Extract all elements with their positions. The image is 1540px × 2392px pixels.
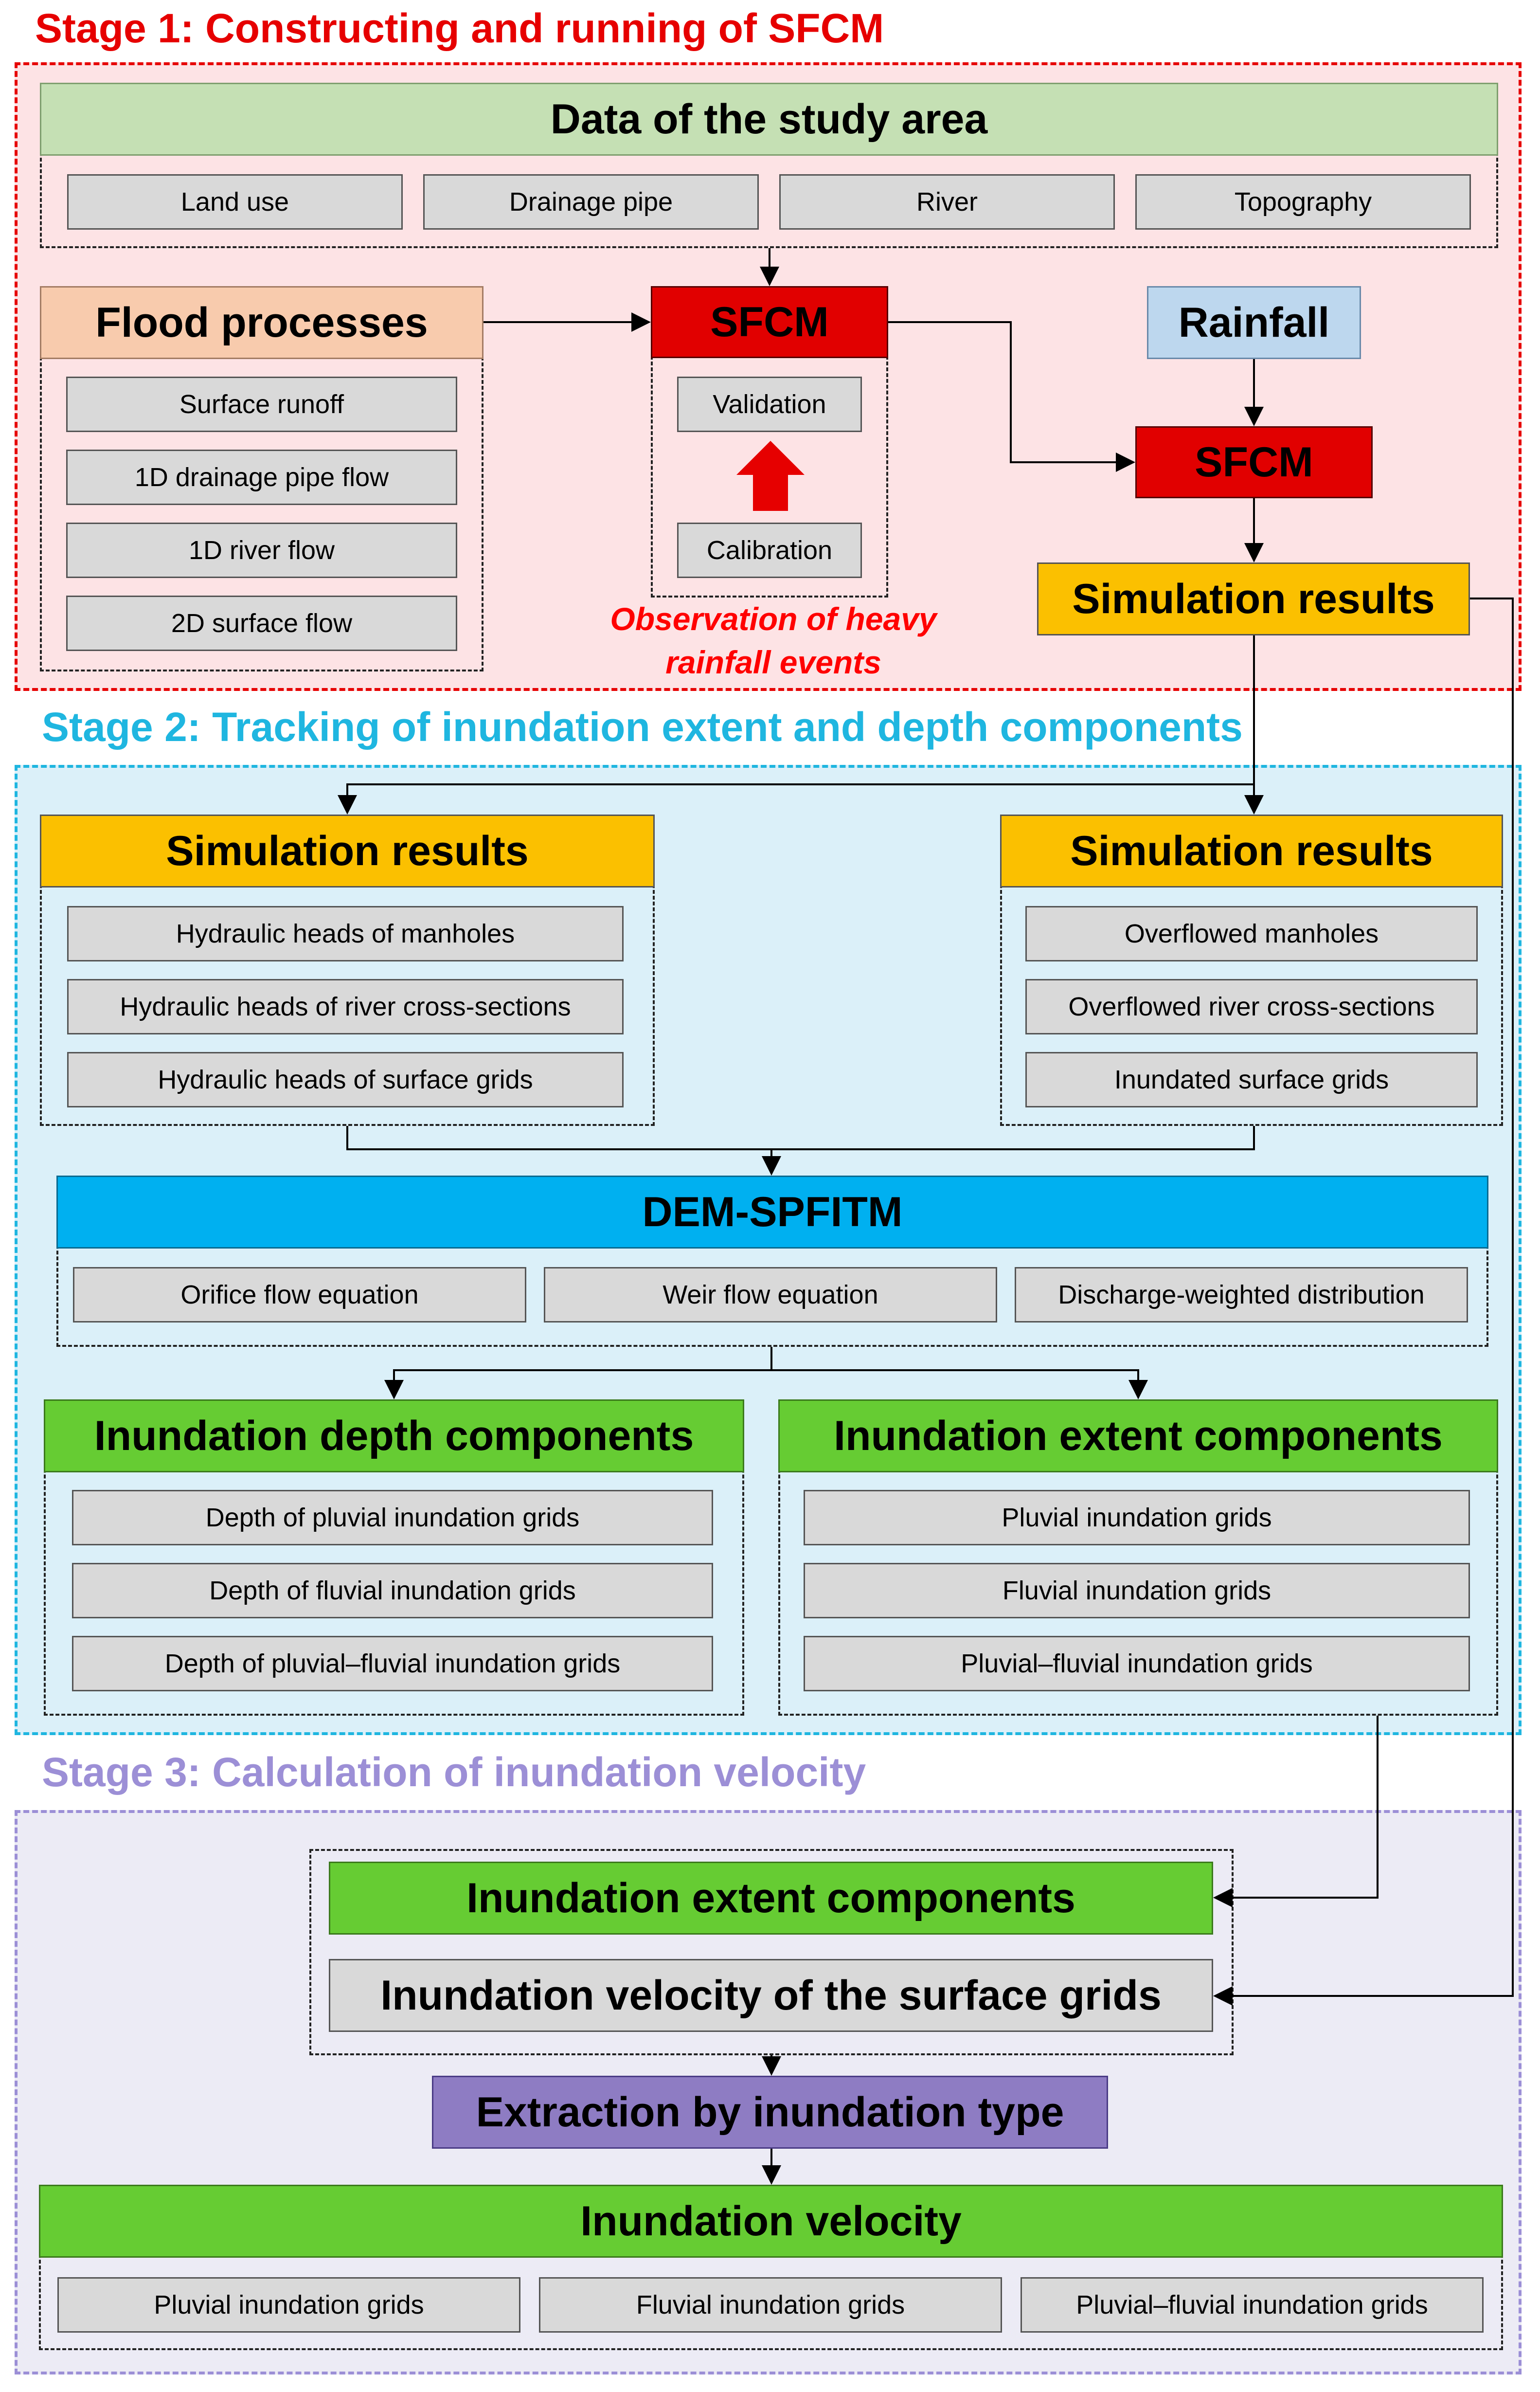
arrow-dem-to-depth (384, 1369, 771, 1399)
sfcm-run-box: SFCM (1135, 426, 1373, 498)
stage3-extent-components: Inundation extent components (329, 1862, 1213, 1935)
calibration-box: Calibration (677, 523, 862, 578)
stage1-title: Stage 1: Constructing and running of SFC… (35, 5, 884, 51)
flood-processes-header: Flood processes (40, 286, 483, 359)
sim-right-item-manholes: Overflowed manholes (1025, 906, 1478, 961)
flood-item-surface-runoff: Surface runoff (66, 377, 457, 432)
depth-item-pluvial-fluvial: Depth of pluvial–fluvial inundation grid… (72, 1636, 713, 1691)
velocity-item-fluvial: Fluvial inundation grids (539, 2277, 1002, 2333)
data-item-drainage-pipe: Drainage pipe (423, 174, 759, 230)
arrow-results-to-velocity (1213, 598, 1514, 2006)
extent-item-fluvial: Fluvial inundation grids (804, 1563, 1470, 1618)
dem-spfitm-header: DEM-SPFITM (56, 1176, 1488, 1249)
sim-left-item-river: Hydraulic heads of river cross-sections (67, 979, 624, 1034)
observation-note-line2: rainfall events (665, 644, 881, 681)
flood-item-1d-river: 1D river flow (66, 523, 457, 578)
sim-left-item-manholes: Hydraulic heads of manholes (67, 906, 624, 961)
extraction-by-type: Extraction by inundation type (432, 2076, 1108, 2149)
observation-note-line1: Observation of heavy (610, 601, 937, 637)
validation-box: Validation (677, 377, 862, 432)
extent-components-header: Inundation extent components (778, 1399, 1498, 1472)
velocity-surface-grids: Inundation velocity of the surface grids (329, 1959, 1213, 2032)
stage2-title: Stage 2: Tracking of inundation extent a… (42, 704, 1243, 750)
dem-item-discharge: Discharge-weighted distribution (1015, 1267, 1468, 1323)
simulation-results-right: Simulation results (1000, 815, 1503, 888)
arrow-results-to-left (338, 783, 1254, 815)
data-item-topography: Topography (1135, 174, 1471, 230)
stage3-title: Stage 3: Calculation of inundation veloc… (42, 1749, 866, 1795)
inundation-velocity-header: Inundation velocity (39, 2185, 1503, 2258)
arrow-dem-to-extent (771, 1369, 1148, 1399)
arrow-sfcm-to-sfcm-run (888, 321, 1135, 472)
connector-left-to-dem (346, 1126, 1255, 1150)
dem-item-orifice: Orifice flow equation (73, 1267, 526, 1323)
depth-item-fluvial: Depth of fluvial inundation grids (72, 1563, 713, 1618)
sim-left-item-surface: Hydraulic heads of surface grids (67, 1052, 624, 1107)
data-item-river: River (779, 174, 1115, 230)
sfcm-box: SFCM (651, 286, 888, 358)
data-item-land-use: Land use (67, 174, 403, 230)
dem-item-weir: Weir flow equation (544, 1267, 997, 1323)
velocity-item-pluvial: Pluvial inundation grids (57, 2277, 520, 2333)
sim-right-item-river: Overflowed river cross-sections (1025, 979, 1478, 1034)
extent-item-pluvial-fluvial: Pluvial–fluvial inundation grids (804, 1636, 1470, 1691)
depth-components-header: Inundation depth components (44, 1399, 744, 1472)
calibration-up-arrow (736, 441, 805, 511)
stage3-input-group (309, 1849, 1234, 2055)
simulation-results-stage1: Simulation results (1037, 562, 1470, 635)
velocity-item-pluvial-fluvial: Pluvial–fluvial inundation grids (1021, 2277, 1484, 2333)
rainfall-box: Rainfall (1147, 286, 1361, 359)
sim-right-item-surface: Inundated surface grids (1025, 1052, 1478, 1107)
flood-item-1d-drainage: 1D drainage pipe flow (66, 450, 457, 505)
data-header: Data of the study area (40, 83, 1498, 156)
observation-note: Observation of heavy rainfall events (550, 598, 997, 684)
extent-item-pluvial: Pluvial inundation grids (804, 1490, 1470, 1545)
flood-item-2d-surface: 2D surface flow (66, 596, 457, 651)
arrow-extent-to-stage3 (1213, 1716, 1379, 1907)
simulation-results-left: Simulation results (40, 815, 655, 888)
depth-item-pluvial: Depth of pluvial inundation grids (72, 1490, 713, 1545)
